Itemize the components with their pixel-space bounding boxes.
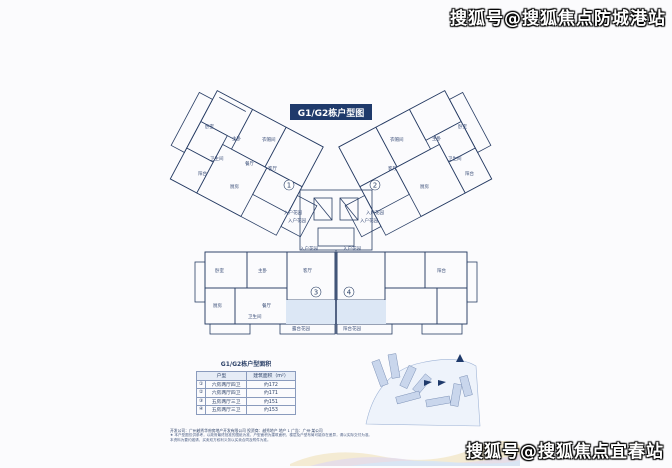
type-cell: 六房两厅四卫 [205, 379, 247, 389]
room-label: 厨房 [230, 183, 239, 190]
room-label: 衣帽间 [390, 136, 404, 143]
room-label: 阳台 [465, 170, 474, 177]
type-cell: 五房两厅三卫 [205, 405, 247, 415]
area-cell: 约153 [245, 405, 297, 415]
room-label: 主卧 [258, 267, 267, 274]
room-label: 卧室 [458, 123, 467, 130]
room-label: 入户花园 [300, 245, 318, 252]
unit-number-1: 1 [287, 182, 291, 190]
room-label: 客厅 [303, 267, 312, 274]
room-label: 卧室 [215, 267, 224, 274]
room-label: 衣帽间 [262, 136, 276, 143]
area-table-title: G1/G2栋户型面积 [220, 361, 272, 368]
room-label: 入户花园 [366, 209, 384, 216]
area-cell: 约172 [245, 379, 297, 389]
watermark-top: 搜狐号@搜狐焦点防城港站 [450, 9, 666, 29]
unit-number-4: 4 [347, 289, 352, 297]
type-cell: 五房两厅三卫 [205, 396, 247, 406]
table-header-area: 建筑面积（m²） [245, 371, 297, 381]
watermark-bottom: 搜狐号@搜狐焦点宜春站 [466, 442, 664, 462]
table-row: ② 六房两厅四卫 约171 [195, 388, 297, 398]
room-label: 餐厅 [245, 160, 254, 167]
room-label: 阳台 [198, 170, 207, 177]
room-label: 厨房 [420, 183, 429, 190]
room-label: 客厅 [388, 165, 397, 172]
footnote: 开发公司：广州越秀华府房地产开发有限公司 投资商：越秀地产 地产 1 广告：广州… [170, 428, 480, 444]
table-header-type: 户型 [196, 371, 247, 381]
plan-title: G1/G2栋户型图 [290, 104, 372, 120]
room-label: 卫生间 [210, 155, 224, 162]
room-label: 阳台花园 [343, 325, 361, 332]
unit-number-2: 2 [373, 182, 377, 190]
area-table: G1/G2栋户型面积 户型 建筑面积（m²） ① 六房两厅四卫 约172 ② 六… [195, 357, 297, 415]
unit-cell: ① [195, 379, 207, 389]
north-arrow-icon [456, 354, 464, 362]
room-label: 卫生间 [448, 155, 462, 162]
room-label: 入户花园 [288, 217, 306, 224]
room-label: 入户花园 [360, 217, 378, 224]
room-label: 露台花园 [292, 325, 310, 332]
type-cell: 六房两厅四卫 [205, 388, 247, 398]
table-row: ① 六房两厅四卫 约172 [195, 379, 297, 389]
table-row: ④ 五房两厅三卫 约153 [195, 405, 297, 415]
developer-line: 开发公司：广州越秀华府房地产开发有限公司 投资商：越秀地产 地产 1 广告：广州… [170, 428, 323, 433]
table-row: ③ 五房两厅三卫 约151 [195, 396, 297, 406]
room-label: 主卧 [432, 135, 441, 142]
room-label: 餐厅 [262, 302, 271, 309]
unit-cell: ④ [195, 405, 207, 415]
room-label: 主卧 [232, 135, 241, 142]
room-label: 入户花园 [343, 245, 361, 252]
room-label: 厨房 [213, 302, 222, 309]
room-label: 入户花园 [284, 209, 302, 216]
disclaimer-line-1: ★ 本户型图仅供参考，以政府最终批准的图纸为准，户型面积为建筑面积，楼层及户型布… [170, 433, 373, 438]
room-label: 卫生间 [248, 313, 262, 320]
disclaimer-line-2: 本资料为要约邀请，买卖双方权利义务以买卖合同及附件为准。 [170, 438, 271, 443]
area-cell: 约171 [245, 388, 297, 398]
unit-cell: ③ [195, 396, 207, 406]
room-label: 卧室 [205, 123, 214, 130]
area-cell: 约151 [245, 396, 297, 406]
room-label: 客厅 [268, 165, 277, 172]
decorative-wave [290, 440, 520, 466]
site-minimap [365, 353, 481, 427]
unit-cell: ② [195, 388, 207, 398]
unit-number-3: 3 [314, 289, 318, 297]
room-label: 阳台 [437, 267, 446, 274]
